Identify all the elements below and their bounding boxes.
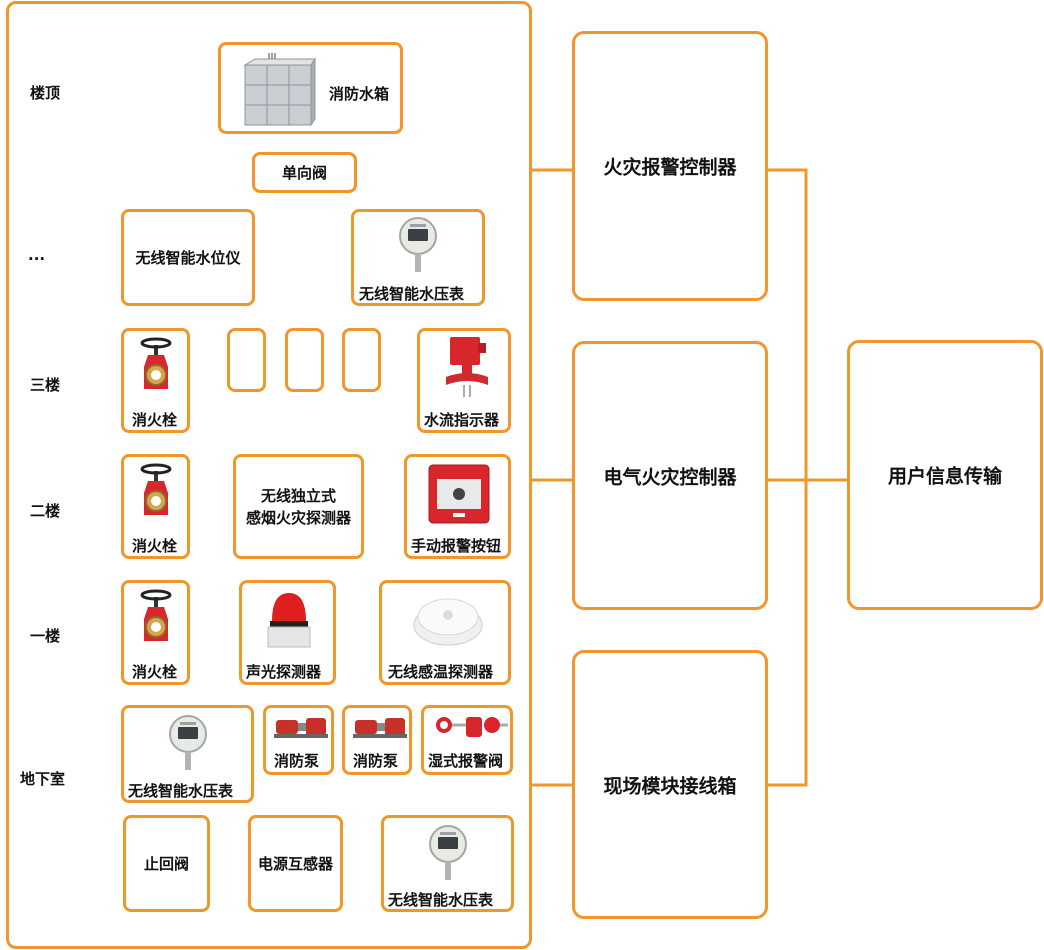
- water-tank-box[interactable]: 消防水箱: [218, 42, 403, 134]
- flow-indicator-icon: [446, 337, 488, 397]
- field-module-box[interactable]: 现场模块接线箱: [572, 650, 768, 919]
- pressure-gauge-icon: [399, 217, 437, 272]
- electrical-fire-controller-box[interactable]: 电气火灾控制器: [572, 341, 768, 610]
- smoke-detector-label-line2: 感烟火灾探测器: [245, 508, 351, 527]
- wet-alarm-valve-box[interactable]: 湿式报警阀: [421, 705, 513, 775]
- fire-hydrant-icon: [140, 463, 172, 515]
- fire-pump-icon: [353, 718, 407, 738]
- hydrant-1f-box[interactable]: 消火栓: [121, 580, 190, 685]
- wet-alarm-valve-icon: [436, 717, 508, 737]
- pump-1-box[interactable]: 消防泵: [263, 705, 334, 775]
- pressure-gauge-bottom-box[interactable]: 无线智能水压表: [381, 815, 514, 912]
- fire-pump-icon: [274, 718, 328, 738]
- sound-light-label: 声光探测器: [246, 663, 322, 681]
- temp-detector-box[interactable]: 无线感温探测器: [379, 580, 511, 685]
- pressure-gauge-top-box[interactable]: 无线智能水压表: [351, 209, 485, 306]
- floor-label-3f: 三楼: [30, 376, 61, 394]
- manual-alarm-label: 手动报警按钮: [411, 537, 502, 555]
- pressure-gauge-basement-label: 无线智能水压表: [128, 782, 234, 800]
- temp-detector-label: 无线感温探测器: [388, 663, 494, 681]
- water-tank-icon: [243, 53, 316, 127]
- level-meter-box[interactable]: 无线智能水位仪: [121, 209, 255, 306]
- pump-2-box[interactable]: 消防泵: [342, 705, 412, 775]
- sound-light-alarm-icon: [267, 593, 311, 648]
- hydrant-1f-label: 消火栓: [132, 663, 178, 681]
- floor-label-1f: 一楼: [30, 627, 61, 645]
- electrical-fire-controller-label: 电气火灾控制器: [603, 466, 737, 488]
- current-transformer-box[interactable]: 电源互感器: [248, 815, 343, 912]
- pump-2-label: 消防泵: [353, 752, 399, 770]
- heat-detector-icon: [413, 598, 483, 646]
- check-valve-bottom-label: 止回阀: [143, 854, 189, 873]
- pressure-gauge-basement-box[interactable]: 无线智能水压表: [121, 705, 254, 803]
- smoke-detector-label-line1: 无线独立式: [260, 486, 336, 505]
- wet-alarm-valve-label: 湿式报警阀: [428, 752, 504, 770]
- pressure-gauge-bottom-label: 无线智能水压表: [388, 891, 494, 909]
- pump-1-label: 消防泵: [274, 752, 320, 770]
- flow-indicator-box[interactable]: 水流指示器: [417, 328, 511, 433]
- smoke-detector-box[interactable]: 无线独立式 感烟火灾探测器: [233, 454, 364, 559]
- user-info-transmission-label: 用户信息传输: [887, 465, 1002, 488]
- fire-alarm-controller-box[interactable]: 火灾报警控制器: [572, 31, 768, 301]
- fire-hydrant-icon: [140, 337, 172, 389]
- fire-alarm-controller-label: 火灾报警控制器: [603, 156, 737, 179]
- water-tank-label: 消防水箱: [329, 85, 390, 103]
- floor-label-basement: 地下室: [20, 770, 66, 788]
- field-module-label: 现场模块接线箱: [603, 775, 737, 797]
- pressure-gauge-icon: [169, 715, 207, 770]
- fire-hydrant-icon: [140, 589, 172, 641]
- check-valve-top-box[interactable]: 单向阀: [252, 152, 357, 193]
- pressure-gauge-icon: [429, 825, 467, 880]
- manual-alarm-button-icon: [428, 464, 490, 524]
- user-info-transmission-box[interactable]: 用户信息传输: [847, 340, 1043, 610]
- pressure-gauge-top-label: 无线智能水压表: [359, 285, 465, 303]
- manual-alarm-box[interactable]: 手动报警按钮: [404, 454, 511, 559]
- hydrant-3f-label: 消火栓: [132, 411, 178, 429]
- placeholder-box-2: [285, 328, 324, 392]
- check-valve-top-label: 单向阀: [281, 163, 327, 182]
- sound-light-box[interactable]: 声光探测器: [239, 580, 336, 685]
- placeholder-box-1: [227, 328, 266, 392]
- flow-indicator-label: 水流指示器: [424, 411, 500, 429]
- hydrant-2f-box[interactable]: 消火栓: [121, 454, 190, 559]
- current-transformer-label: 电源互感器: [257, 854, 333, 873]
- level-meter-label: 无线智能水位仪: [135, 248, 241, 267]
- hydrant-2f-label: 消火栓: [132, 537, 178, 555]
- floor-label-roof: 楼顶: [30, 84, 61, 102]
- check-valve-bottom-box[interactable]: 止回阀: [123, 815, 210, 912]
- floor-label-2f: 二楼: [30, 502, 61, 520]
- floor-label-ellipsis: ...: [28, 246, 46, 264]
- hydrant-3f-box[interactable]: 消火栓: [121, 328, 190, 433]
- placeholder-box-3: [342, 328, 381, 392]
